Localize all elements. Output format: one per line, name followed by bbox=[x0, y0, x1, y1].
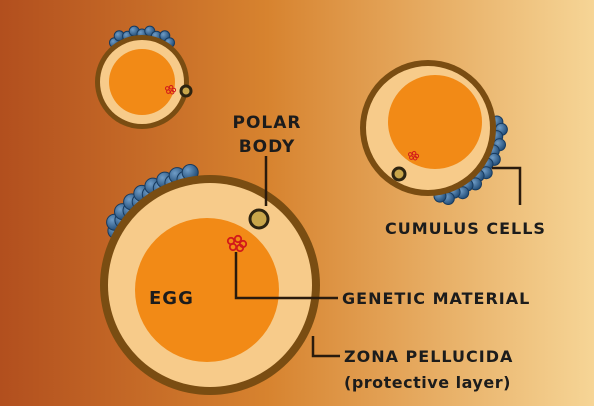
cumulus-cells-label: CUMULUS CELLS bbox=[385, 219, 546, 238]
protective-layer-label: (protective layer) bbox=[344, 373, 511, 392]
cytoplasm bbox=[388, 75, 482, 169]
zona-pellucida-label: ZONA PELLUCIDA bbox=[344, 347, 513, 366]
polar-body-label-line1: POLAR bbox=[233, 113, 302, 133]
polar-body-right bbox=[393, 168, 405, 180]
polar-body-label-line2: BODY bbox=[239, 137, 296, 157]
polar-body-main bbox=[250, 210, 268, 228]
polar-body-small-1 bbox=[181, 86, 191, 96]
genetic-material-label: GENETIC MATERIAL bbox=[342, 289, 530, 308]
egg-label: EGG bbox=[149, 288, 194, 309]
cytoplasm bbox=[109, 49, 175, 115]
